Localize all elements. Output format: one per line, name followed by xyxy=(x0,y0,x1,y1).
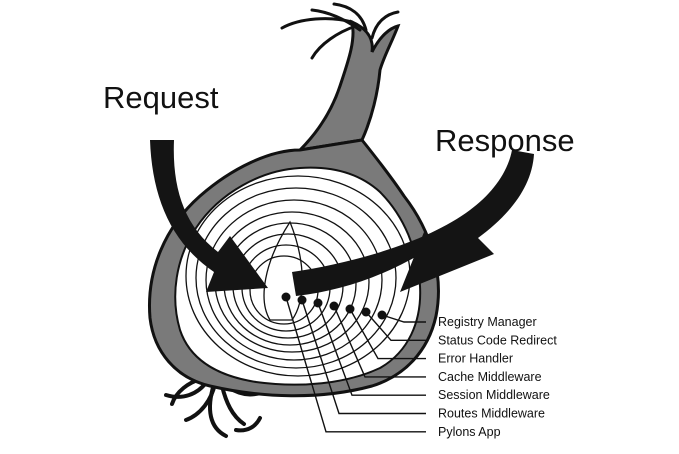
layer-leader-line xyxy=(365,311,426,341)
request-arrow xyxy=(150,140,268,292)
layer-dot xyxy=(297,295,307,305)
layer-leader-line xyxy=(317,302,426,396)
layer-dot xyxy=(345,304,355,314)
layer-leader-line xyxy=(301,299,426,415)
response-label: Response xyxy=(435,123,575,158)
layer-leader-line xyxy=(333,305,426,378)
layer-leader-line xyxy=(349,308,426,360)
layer-dot xyxy=(361,307,371,317)
layer-label: Cache Middleware xyxy=(438,370,542,384)
layer-label: Registry Manager xyxy=(438,315,537,329)
layer-label: Routes Middleware xyxy=(438,407,545,421)
layer-label: Session Middleware xyxy=(438,388,550,402)
layer-leader-line xyxy=(381,314,426,323)
layer-label: Error Handler xyxy=(438,352,513,366)
request-label: Request xyxy=(103,80,219,115)
layer-label: Status Code Redirect xyxy=(438,333,557,347)
layer-dot xyxy=(377,310,387,320)
layer-label: Pylons App xyxy=(438,425,501,439)
layer-leader-line xyxy=(285,296,426,433)
stem-sprouts xyxy=(280,2,400,60)
onion-stem xyxy=(295,19,401,153)
layer-dot xyxy=(313,298,323,308)
layer-dot xyxy=(281,292,291,302)
response-arrow xyxy=(292,150,534,296)
layer-dot xyxy=(329,301,339,311)
